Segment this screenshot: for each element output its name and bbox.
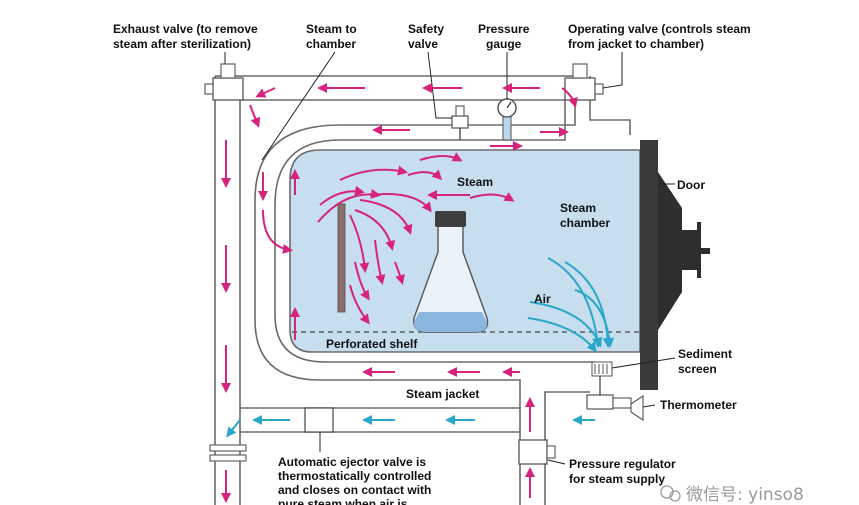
sediment-screen-icon [586,361,614,410]
steam-to-chamber-label: Steam to chamber [306,22,360,51]
steam-label: Steam [457,175,493,189]
perforated-plate [337,203,346,313]
exhaust-valve-icon [204,63,244,101]
safety-valve-label: Safety valve [408,22,447,51]
operating-valve-label: Operating valve (controls steam from jac… [568,22,754,51]
pressure-regulator-icon [518,439,556,465]
air-label: Air [534,292,551,306]
exhaust-valve-label: Exhaust valve (to remove steam after ste… [113,22,261,51]
door [640,140,710,390]
pipe-system [214,75,631,505]
thermometer-label: Thermometer [660,398,737,412]
flask-icon [413,211,489,333]
drain-coupling-icon [209,444,247,462]
ejector-valve-label: Automatic ejector valve is thermostatica… [278,455,435,505]
steam-chamber [289,149,641,353]
ejector-valve-icon [304,407,334,433]
pressure-gauge-icon [497,98,517,141]
door-label: Door [677,178,705,192]
operating-valve-icon [564,63,604,101]
steam-jacket-label: Steam jacket [406,387,479,401]
air-flow-arrows [226,257,615,438]
steam-chamber-label: Steam chamber [560,201,610,230]
steam-flow-arrows [221,83,578,503]
watermark: 微信号: yinso8 [660,485,804,505]
pressure-regulator-label: Pressure regulator for steam supply [569,457,679,486]
safety-valve-icon [451,105,469,140]
pressure-gauge-label: Pressure gauge [478,22,533,51]
watermark-text: 微信号: yinso8 [686,485,804,505]
sediment-screen-label: Sediment screen [678,347,735,376]
leader-lines [224,51,676,465]
thermometer-icon [612,394,644,422]
perforated-shelf-label: Perforated shelf [326,337,418,351]
